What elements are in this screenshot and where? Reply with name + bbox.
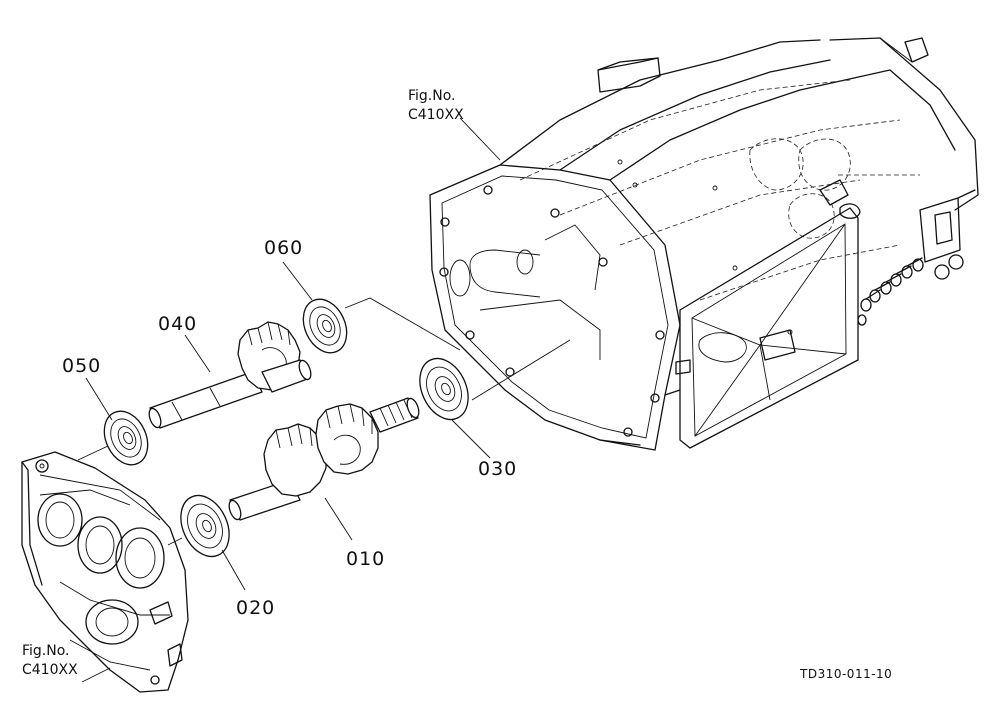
bearing-050 [103, 410, 149, 466]
drawing-code: TD310-011-10 [799, 667, 892, 681]
assembly-line-left [77, 445, 109, 461]
part-label-020: 020 [236, 597, 275, 619]
part-label-040: 040 [158, 313, 197, 335]
bearing-060 [302, 298, 348, 354]
part-label-060: 060 [264, 237, 303, 259]
leader-fig-top [459, 117, 501, 161]
leader-020 [221, 549, 246, 591]
fig-ref-top-line2: C410XX [408, 107, 464, 123]
shaft-010 [228, 397, 420, 521]
fig-ref-bottom-line1: Fig.No. [22, 643, 70, 659]
leader-fig-bottom [81, 667, 111, 683]
shaft-040 [148, 321, 312, 429]
bearing-030 [419, 357, 469, 421]
fig-ref-top-line1: Fig.No. [408, 88, 456, 104]
leader-040 [184, 334, 211, 373]
bearing-020 [180, 494, 230, 558]
leader-060 [282, 261, 313, 301]
leader-030 [451, 419, 491, 459]
part-label-010: 010 [346, 548, 385, 570]
transmission-case [429, 37, 979, 451]
leader-010 [324, 497, 353, 541]
assembly-line-upper [344, 297, 461, 351]
part-label-030: 030 [478, 458, 517, 480]
side-bolts [857, 257, 924, 326]
assembly-line-lower [471, 339, 571, 401]
front-cover-housing [21, 451, 189, 693]
part-label-050: 050 [62, 355, 101, 377]
fig-ref-bottom-line2: C410XX [22, 662, 78, 678]
leader-050 [85, 377, 113, 421]
